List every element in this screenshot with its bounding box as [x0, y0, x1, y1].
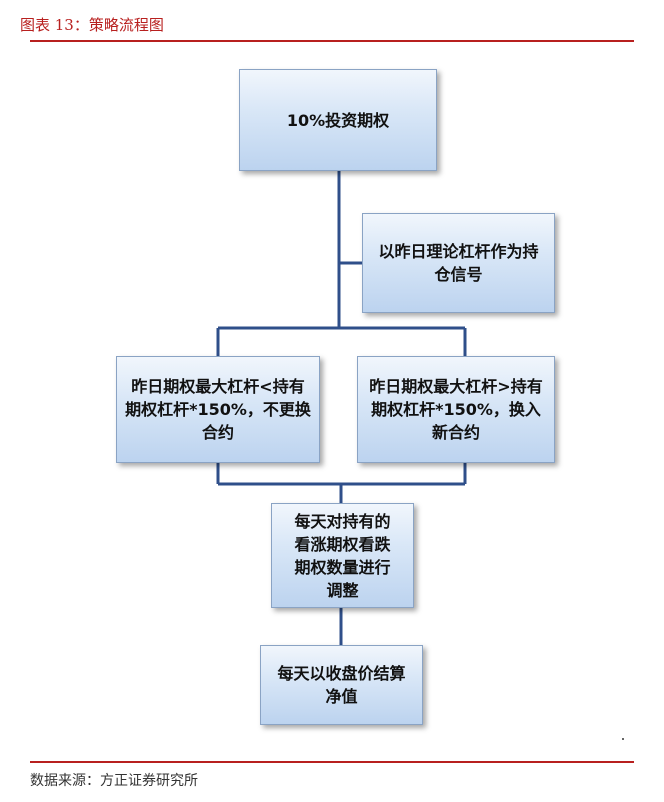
- keep-contract-box: 昨日期权最大杠杆<持有期权杠杆*150%，不更换合约: [116, 356, 320, 463]
- header-rule: [30, 40, 634, 42]
- invest-box: 10%投资期权: [239, 69, 437, 171]
- stray-dot: [622, 738, 624, 740]
- figure-caption: 图表 13：策略流程图: [20, 16, 164, 34]
- signal-box: 以昨日理论杠杆作为持仓信号: [362, 213, 555, 313]
- switch-contract-box: 昨日期权最大杠杆>持有期权杠杆*150%，换入新合约: [357, 356, 555, 463]
- adjust-position-box: 每天对持有的看涨期权看跌期权数量进行调整: [271, 503, 414, 608]
- footer-rule: [30, 761, 634, 763]
- data-source: 数据来源：方正证券研究所: [30, 773, 198, 789]
- settle-nav-box: 每天以收盘价结算净值: [260, 645, 423, 725]
